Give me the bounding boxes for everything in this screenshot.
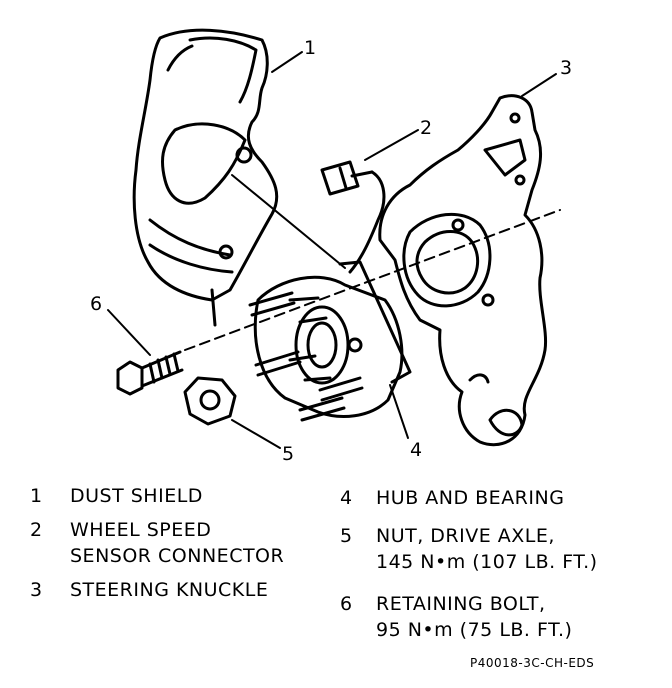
legend-hub-bearing: HUB AND BEARING [376, 487, 565, 509]
callout-5: 5 [282, 443, 295, 465]
callout-1: 1 [304, 37, 317, 59]
callout-2: 2 [420, 117, 433, 139]
hub-and-bearing [253, 260, 412, 418]
legend-num-5: 5 [340, 525, 353, 547]
legend-num-2: 2 [30, 519, 43, 541]
legend-num-6: 6 [340, 593, 353, 615]
legend-num-1: 1 [30, 485, 43, 507]
legend-nut-drive-axle: NUT, DRIVE AXLE, [376, 525, 555, 547]
callout-4: 4 [410, 439, 423, 461]
leader-lines [107, 51, 557, 449]
legend-wheel-speed: WHEEL SPEED [70, 519, 212, 541]
legend-dust-shield: DUST SHIELD [70, 485, 203, 507]
steering-knuckle [378, 94, 548, 447]
legend-nut-torque: 145 N•m (107 LB. FT.) [376, 551, 598, 573]
wheel-speed-sensor-connector [320, 160, 386, 274]
retaining-bolt [116, 350, 184, 396]
legend-num-4: 4 [340, 487, 353, 509]
legend-steering-knuckle: STEERING KNUCKLE [70, 579, 269, 601]
legend-retaining-bolt: RETAINING BOLT, [376, 593, 546, 615]
assembly-axis [184, 209, 561, 351]
legend-bolt-torque: 95 N•m (75 LB. FT.) [376, 619, 573, 641]
dust-shield [132, 28, 279, 327]
figure-code: P40018-3C-CH-EDS [470, 656, 595, 670]
drive-axle-nut [183, 376, 237, 426]
wheel-studs [248, 291, 364, 422]
legend-sensor-connector: SENSOR CONNECTOR [70, 545, 285, 567]
callout-3: 3 [560, 57, 573, 79]
callout-6: 6 [90, 293, 103, 315]
legend-num-3: 3 [30, 579, 43, 601]
exploded-view-illustration [107, 28, 561, 449]
